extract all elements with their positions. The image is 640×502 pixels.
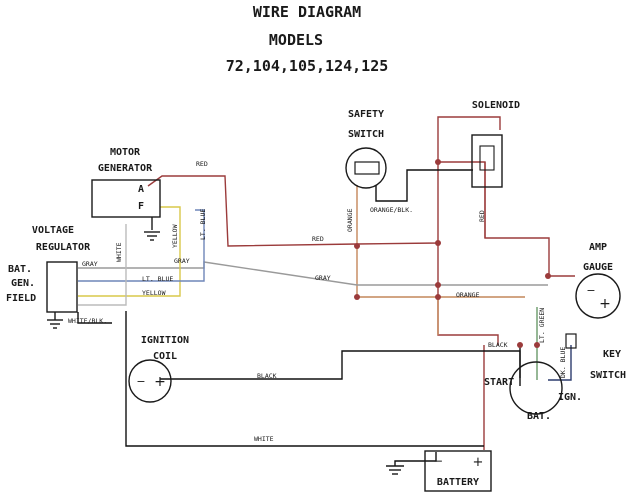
- wire-label-red: RED: [196, 160, 208, 168]
- ignition-coil-plus: +: [154, 374, 166, 390]
- wire-label-white: WHITE: [254, 435, 274, 443]
- key-switch-body: [509, 361, 563, 415]
- junction-dot: [354, 294, 360, 300]
- ignition-coil-label-2: COIL: [153, 351, 177, 362]
- wire-red-battery: [483, 162, 486, 450]
- battery-plus: +: [473, 455, 484, 470]
- wire-label-red: RED: [478, 210, 486, 222]
- wire-label-orange: ORANGE: [456, 291, 480, 299]
- wire-gray-regulator: [78, 261, 548, 286]
- wire-label-black: BLACK: [488, 341, 508, 349]
- wire-orange-blk: [375, 169, 473, 202]
- junction-dot: [517, 342, 523, 348]
- junction-dot: [435, 294, 441, 300]
- ignition-coil-body: [128, 359, 172, 403]
- amp-gauge-label-2: GAUGE: [583, 262, 613, 273]
- safety-switch-body: [345, 147, 387, 189]
- generator-terminal-a: A: [138, 184, 144, 195]
- motor-generator-box: [91, 179, 161, 218]
- amp-gauge-body: [575, 273, 621, 319]
- amp-gauge-label: AMP: [589, 242, 607, 253]
- wire-label-orange-blk: ORANGE/BLK.: [370, 206, 413, 214]
- wire-label-white: WHITE: [115, 242, 123, 262]
- voltage-regulator-label: VOLTAGE: [32, 225, 74, 236]
- battery-label: BATTERY: [437, 477, 479, 488]
- wire-label-orange: ORANGE: [346, 208, 354, 232]
- key-switch-label: KEY: [603, 349, 621, 360]
- battery-box: [424, 450, 492, 492]
- battery-minus: −: [433, 454, 443, 468]
- wire-orange-safety: [356, 185, 525, 298]
- key-switch-plug: [565, 333, 577, 349]
- solenoid-label: SOLENOID: [472, 100, 520, 111]
- wire-label-lt-blue: LT. BLUE: [142, 275, 173, 283]
- key-switch-ign: IGN.: [558, 392, 582, 403]
- wire-label-yellow: YELLOW: [171, 224, 179, 248]
- wire-label-lt-green: LT. GREEN: [538, 308, 546, 343]
- regulator-terminal-field: FIELD: [6, 293, 36, 304]
- amp-gauge-plus: +: [599, 296, 611, 312]
- wire-red-vertical-right: [437, 243, 499, 345]
- junction-dot: [534, 342, 540, 348]
- wire-label-black: BLACK: [257, 372, 277, 380]
- wire-white-blk: [77, 312, 112, 324]
- wire-lt-blue: [78, 209, 205, 282]
- wire-label-yellow: YELLOW: [142, 289, 166, 297]
- regulator-ground-symbol: [47, 312, 63, 329]
- wire-yellow: [78, 206, 181, 297]
- ignition-coil-minus: −: [136, 375, 145, 388]
- generator-terminal-f: F: [138, 201, 144, 212]
- wire-black-coil: [160, 350, 521, 380]
- voltage-regulator-label-2: REGULATOR: [36, 242, 91, 253]
- ignition-coil-label: IGNITION: [141, 335, 189, 346]
- motor-generator-label: MOTOR: [110, 147, 141, 158]
- junction-dot: [354, 243, 360, 249]
- junctions: [354, 159, 551, 348]
- junction-dot: [435, 159, 441, 165]
- wire-red-generator-a: [147, 161, 575, 277]
- wire-battery-neg: [394, 452, 437, 466]
- diagram-model-numbers: 72,104,105,124,125: [226, 57, 389, 75]
- battery-ground-symbol: [386, 465, 404, 475]
- safety-switch-label-2: SWITCH: [348, 129, 384, 140]
- wire-label-white-blk: WHITE/BLK.: [68, 317, 107, 325]
- voltage-regulator-box: [46, 261, 78, 313]
- wire-white-bottom: [125, 311, 484, 447]
- wire-dk-blue: [548, 345, 572, 381]
- key-switch-start: START: [484, 377, 514, 388]
- safety-switch-terminals: [354, 161, 380, 175]
- wire-white-reg: [78, 224, 127, 306]
- ground-symbol: [144, 231, 160, 241]
- key-switch-label-2: SWITCH: [590, 370, 626, 381]
- solenoid-box: [471, 134, 503, 188]
- amp-gauge-minus: −: [586, 284, 595, 297]
- junction-dot: [435, 282, 441, 288]
- wire-label-gray: GRAY: [315, 274, 331, 282]
- wire-label-gray: GRAY: [174, 257, 190, 265]
- junction-dot: [435, 240, 441, 246]
- key-switch-bat: BAT.: [527, 411, 551, 422]
- wire-label-gray: GRAY: [82, 260, 98, 268]
- motor-generator-label-2: GENERATOR: [98, 163, 153, 174]
- diagram-models-heading: MODELS: [269, 31, 323, 49]
- junction-dot: [545, 273, 551, 279]
- regulator-terminal-bat: BAT.: [8, 264, 32, 275]
- wire-label-lt-blue: LT. BLUE: [199, 209, 207, 240]
- diagram-title: WIRE DIAGRAM: [253, 3, 361, 21]
- safety-switch-label: SAFETY: [348, 109, 384, 120]
- regulator-terminal-gen: GEN.: [11, 278, 35, 289]
- wire-label-red: RED: [312, 235, 324, 243]
- wire-label-dk-blue: DK. BLUE: [559, 347, 567, 378]
- wire-red-safety-solenoid: [437, 116, 501, 162]
